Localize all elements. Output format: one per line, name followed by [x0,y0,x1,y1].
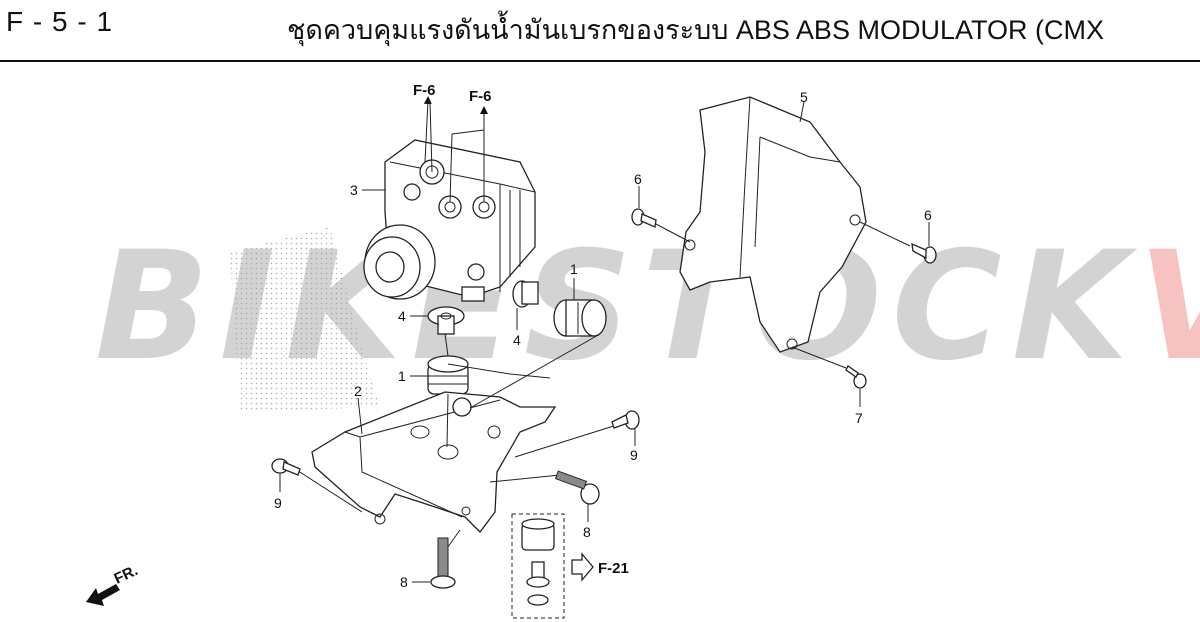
callout-4-left: 4 [398,308,406,324]
callout-6-left: 6 [634,171,642,187]
bolt-7 [791,346,867,389]
front-label: FR. [112,562,141,588]
callout-7: 7 [855,410,863,426]
callout-1-top: 1 [570,261,578,277]
callout-4-right: 4 [513,332,521,348]
page-title: ชุดควบคุมแรงดันน้ำมันเบรกของระบบ ABS ABS… [287,15,1104,45]
f6-leaders [423,96,488,203]
front-direction-arrow [86,584,120,606]
callout-9-right: 9 [630,447,638,463]
ref-f21[interactable]: F-21 [598,560,629,577]
leader-lines [291,333,621,559]
callout-9-left: 9 [274,495,282,511]
callout-labels: 3 4 4 1 1 2 5 6 6 7 9 9 8 8 [274,89,932,590]
callout-1-middle: 1 [398,368,406,384]
bolt-6-right [859,221,937,264]
grommet-1-top [553,299,607,337]
parts-diagram: F-6 F-6 [86,82,937,619]
watermark-text-b: VN [1138,220,1200,394]
grommet-1-middle [427,355,469,395]
callout-8-bottom: 8 [400,574,408,590]
section-code: F - 5 - 1 [6,6,114,37]
abs-cover [679,96,867,353]
bolt-9-left [271,458,301,476]
bolt-8-bottom [430,537,456,589]
callout-8-right: 8 [583,524,591,540]
f21-arrow [571,552,594,582]
bolt-6-left [631,208,691,243]
ref-f6-left[interactable]: F-6 [413,82,436,99]
callout-3: 3 [350,182,358,198]
collar-4-right [512,280,539,308]
mounting-bracket [311,391,557,533]
f21-detail-box [511,513,565,619]
honda-logo-shadow [230,227,380,412]
bolt-8-right [554,470,600,505]
callout-2: 2 [354,383,362,399]
ref-f6-right[interactable]: F-6 [469,88,492,105]
header-divider [0,60,1200,62]
callout-6-right: 6 [924,207,932,223]
abs-modulator [363,139,536,302]
collar-4-upper [427,306,465,335]
page-header: F - 5 - 1 ชุดควบคุมแรงดันน้ำมันเบรกของระ… [0,0,1200,62]
bolt-9-right [611,410,640,430]
callout-5: 5 [800,89,808,105]
